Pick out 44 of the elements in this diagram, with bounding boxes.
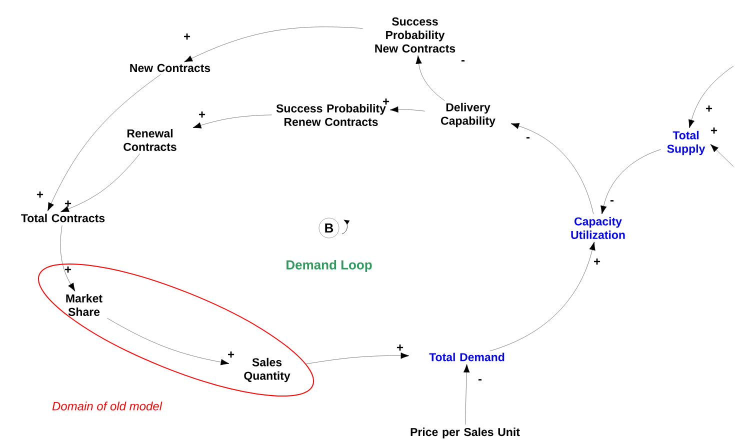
variable-label: Success Probability Renew Contracts <box>276 104 386 126</box>
variable-label: Total Demand <box>429 352 504 362</box>
polarity-sign: + <box>65 200 72 207</box>
polarity-sign: + <box>65 266 72 273</box>
loop-name: Demand Loop <box>286 260 372 272</box>
arrow <box>304 352 410 364</box>
domain-label: Domain of old model <box>52 402 162 410</box>
arrow <box>416 55 445 101</box>
polarity-sign: + <box>594 258 600 265</box>
polarity-sign: + <box>397 344 404 351</box>
variable-label: New Contracts <box>130 64 210 72</box>
polarity-sign: + <box>184 33 190 40</box>
arrow <box>688 66 734 128</box>
arrow <box>184 26 364 62</box>
polarity-sign: + <box>228 351 234 358</box>
arrow <box>60 225 76 292</box>
arrow <box>48 74 161 212</box>
arrow <box>192 114 272 128</box>
arrow <box>510 123 594 214</box>
polarity-sign: + <box>706 105 712 112</box>
polarity-sign: - <box>461 60 465 62</box>
polarity-sign: - <box>526 137 530 139</box>
variable-label: Total Supply <box>667 130 706 156</box>
arrow <box>60 154 140 212</box>
polarity-sign: - <box>478 379 482 381</box>
polarity-sign: + <box>711 127 718 134</box>
variable-label: Capacity Utilization <box>571 217 625 239</box>
polarity-sign: + <box>383 98 390 105</box>
arrow <box>490 242 596 352</box>
variable-label: Success Probability New Contracts <box>375 17 456 53</box>
variable-label: Market Share <box>66 294 102 316</box>
arrow <box>710 144 734 167</box>
arrow <box>600 149 662 214</box>
arrow <box>390 106 426 113</box>
variable-label: Renewal Contracts <box>124 129 176 151</box>
polarity-sign: - <box>610 200 614 202</box>
variable-label: Delivery Capability <box>441 102 496 128</box>
polarity-sign: + <box>37 191 44 198</box>
variable-label: Price per Sales Unit <box>410 428 520 438</box>
arrow <box>107 318 230 366</box>
polarity-sign: + <box>199 111 206 118</box>
variable-label: Total Contracts <box>21 214 105 222</box>
variable-label: Sales Quantity <box>244 358 290 382</box>
arrow <box>464 364 470 425</box>
